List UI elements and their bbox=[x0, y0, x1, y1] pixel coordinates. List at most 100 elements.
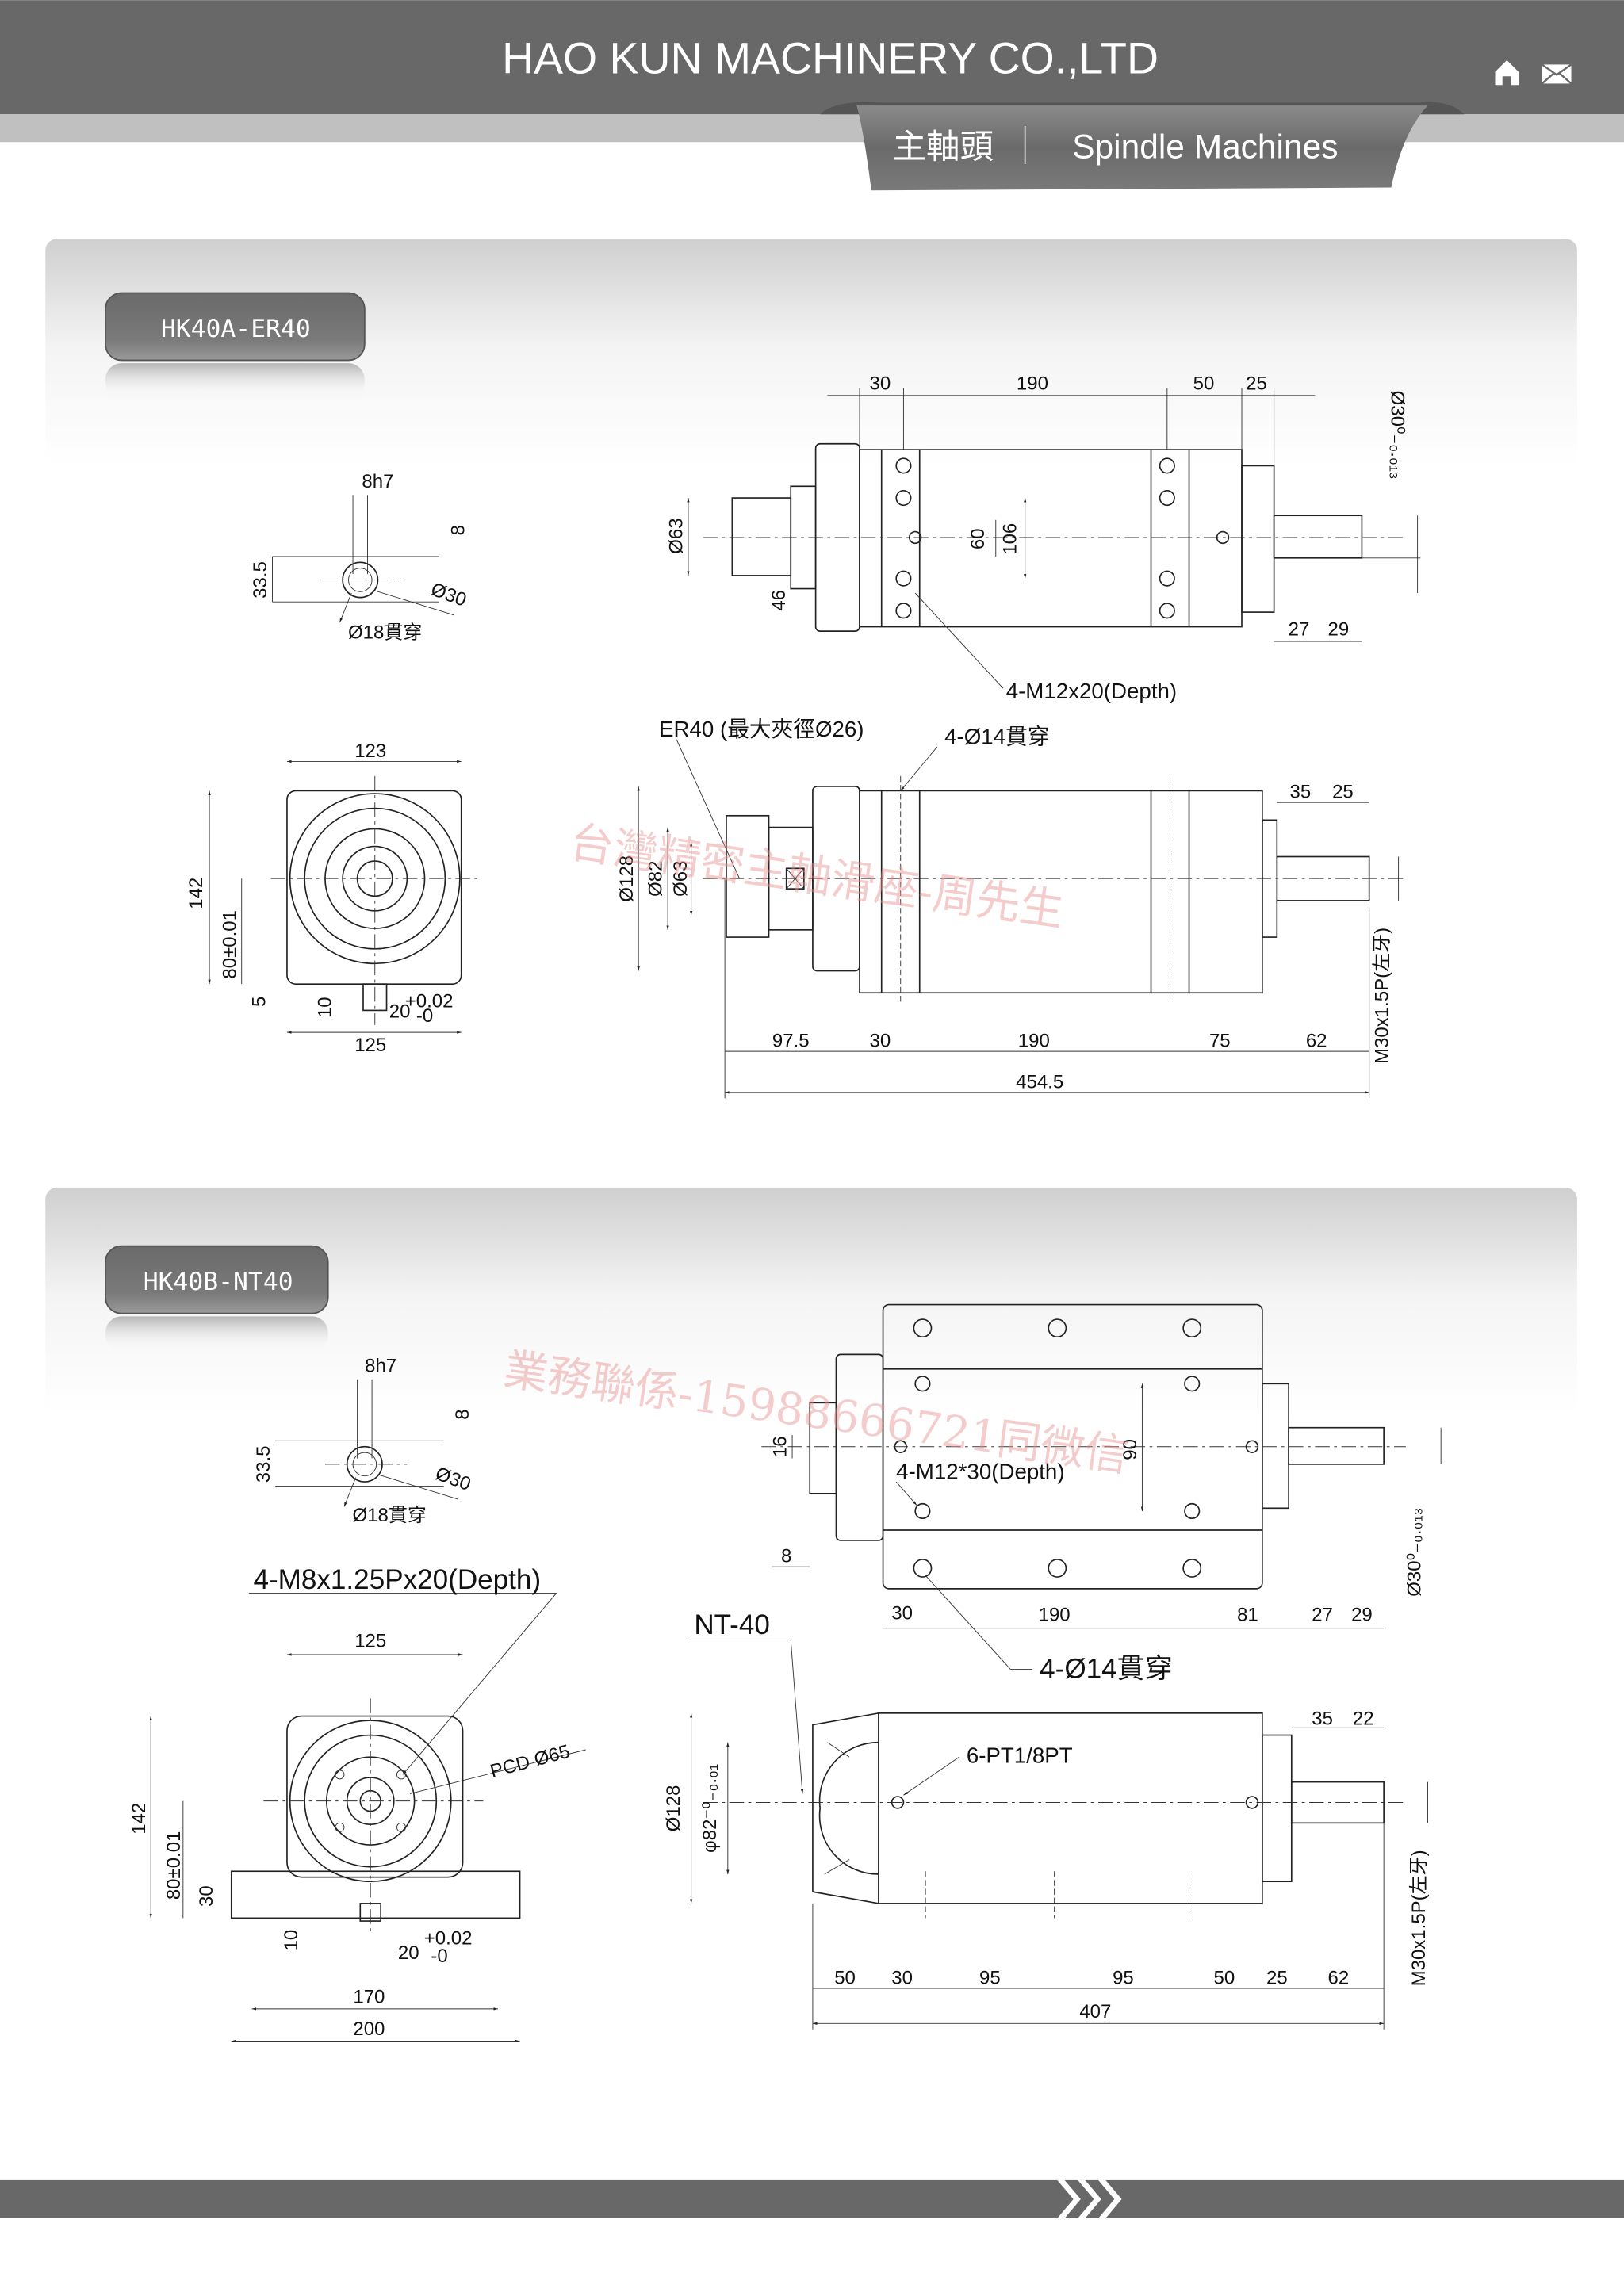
dim-shaft-tol: Ø30⁰₋₀.₀₁₃ bbox=[1386, 391, 1408, 480]
keyway-height: 33.5 bbox=[253, 1446, 274, 1483]
hk40a-front-view: 123 142 80±0.01 5 10 20 +0.02 -0 125 bbox=[186, 740, 479, 1056]
dim-123: 123 bbox=[354, 740, 386, 762]
dim-27: 27 bbox=[1312, 1604, 1333, 1625]
thread-note: M30x1.5P(左牙) bbox=[1408, 1850, 1430, 1986]
ribbon-en: Spindle Machines bbox=[1072, 128, 1338, 166]
dim-shaft-tol: Ø30⁰₋₀.₀₁₃ bbox=[1404, 1508, 1425, 1597]
dim-total: 407 bbox=[1079, 2001, 1111, 2022]
keyway-width: 8h7 bbox=[362, 471, 393, 492]
panel-hk40b bbox=[45, 1187, 1577, 2095]
dim-d82: φ82⁻⁰₋₀.₀₁ bbox=[699, 1764, 721, 1853]
keyway-height: 33.5 bbox=[250, 561, 271, 599]
dim-142: 142 bbox=[186, 878, 207, 909]
dim-d63: Ø63 bbox=[670, 861, 691, 897]
keyway-width: 8h7 bbox=[365, 1356, 396, 1377]
model-name: HK40A-ER40 bbox=[161, 315, 311, 343]
keyway-depth: 8 bbox=[452, 1409, 473, 1419]
dim-29: 29 bbox=[1328, 619, 1350, 641]
thru-holes-note: 4-Ø14貫穿 bbox=[1040, 1654, 1173, 1685]
dim-5: 5 bbox=[248, 997, 270, 1007]
dim-10: 10 bbox=[314, 997, 335, 1018]
dim-50: 50 bbox=[834, 1967, 856, 1988]
dim-95: 95 bbox=[1113, 1967, 1134, 1988]
dim-25: 25 bbox=[1266, 1967, 1288, 1988]
triple-chevron-right-icon[interactable] bbox=[1057, 2179, 1122, 2218]
keyway-depth: 8 bbox=[447, 525, 469, 535]
holes-note: 4-M8x1.25Px20(Depth) bbox=[253, 1564, 541, 1595]
slot-tol-down: -0 bbox=[416, 1005, 433, 1027]
pt-note: 6-PT1/8PT bbox=[967, 1743, 1073, 1768]
dim-50: 50 bbox=[1213, 1967, 1235, 1988]
dim-d128: Ø128 bbox=[616, 855, 638, 902]
dim-35: 35 bbox=[1312, 1709, 1333, 1730]
dim-d63: Ø63 bbox=[666, 518, 688, 553]
dim-80: 80±0.01 bbox=[163, 1831, 185, 1900]
model-tag-hk40a: HK40A-ER40 bbox=[105, 292, 366, 399]
thru-holes-note: 4-Ø14貫穿 bbox=[944, 724, 1049, 748]
slot-tol-down: -0 bbox=[431, 1946, 447, 1967]
panel-hk40a bbox=[45, 239, 1577, 1147]
dim-62: 62 bbox=[1328, 1967, 1350, 1988]
dim-35: 35 bbox=[1290, 782, 1312, 803]
dim-d128: Ø128 bbox=[663, 1785, 684, 1832]
dim-170: 170 bbox=[353, 1986, 385, 2007]
header: HAO KUN MACHINERY CO.,LTD 主軸頭 Spindle Ma… bbox=[0, 0, 1624, 191]
footer-bar bbox=[0, 2179, 1624, 2218]
dim-27: 27 bbox=[1289, 619, 1310, 641]
dim-25: 25 bbox=[1246, 373, 1267, 394]
holes-note: 4-M12*30(Depth) bbox=[896, 1459, 1064, 1483]
dim-slot: 20 bbox=[389, 1001, 411, 1023]
dim-30: 30 bbox=[870, 1031, 891, 1052]
dim-total: 454.5 bbox=[1016, 1071, 1063, 1093]
dim-200: 200 bbox=[353, 2019, 385, 2040]
dim-95: 95 bbox=[979, 1967, 1001, 1988]
collet-note: ER40 (最大夾徑Ø26) bbox=[659, 717, 864, 741]
ribbon-cn: 主軸頭 bbox=[893, 128, 994, 166]
model-name: HK40B-NT40 bbox=[144, 1268, 293, 1296]
hk40a-top-view: 30 190 50 25 Ø30⁰₋₀.₀₁₃ Ø63 60 106 46 27… bbox=[666, 373, 1421, 703]
company-name: HAO KUN MACHINERY CO.,LTD bbox=[502, 34, 1159, 83]
hk40b-side-view: NT-40 6-PT1/8PT 35 22 Ø128 φ82⁻⁰₋₀.₀₁ M3… bbox=[663, 1609, 1430, 2030]
dim-16: 16 bbox=[770, 1436, 791, 1457]
slot-tol-up: +0.02 bbox=[424, 1928, 473, 1950]
dim-8: 8 bbox=[781, 1546, 791, 1567]
dim-190: 190 bbox=[1018, 1031, 1050, 1052]
home-icon[interactable] bbox=[1495, 59, 1519, 86]
dim-142: 142 bbox=[128, 1803, 150, 1835]
dim-62: 62 bbox=[1306, 1031, 1327, 1052]
dim-46: 46 bbox=[768, 590, 790, 611]
section-ribbon: 主軸頭 Spindle Machines bbox=[820, 101, 1465, 191]
dim-50: 50 bbox=[1193, 373, 1215, 394]
dim-97-5: 97.5 bbox=[772, 1031, 810, 1052]
nt-note: NT-40 bbox=[694, 1609, 770, 1640]
dim-81: 81 bbox=[1237, 1604, 1258, 1625]
dim-30: 30 bbox=[891, 1967, 913, 1988]
dim-slot: 20 bbox=[398, 1942, 419, 1964]
dim-30: 30 bbox=[891, 1603, 913, 1624]
holes-note: 4-M12x20(Depth) bbox=[1006, 679, 1177, 703]
dim-29: 29 bbox=[1351, 1604, 1373, 1625]
mail-icon[interactable] bbox=[1541, 63, 1572, 85]
dim-30: 30 bbox=[196, 1885, 217, 1907]
dim-60: 60 bbox=[967, 528, 989, 549]
slot-tol-up: +0.02 bbox=[405, 991, 454, 1012]
dim-125: 125 bbox=[354, 1035, 386, 1056]
bore-note: Ø18貫穿 bbox=[348, 622, 422, 643]
thread-note: M30x1.5P(左牙) bbox=[1372, 928, 1393, 1064]
dim-30: 30 bbox=[870, 373, 891, 394]
dim-190: 190 bbox=[1039, 1604, 1071, 1625]
dim-d82: Ø82 bbox=[645, 861, 667, 897]
dim-125: 125 bbox=[354, 1631, 386, 1652]
model-tag-hk40b: HK40B-NT40 bbox=[105, 1245, 329, 1352]
dim-10: 10 bbox=[281, 1930, 302, 1951]
hk40b-top-view: 16 4-M12*30(Depth) 90 8 30 190 81 27 29 … bbox=[761, 1303, 1442, 1685]
dim-22: 22 bbox=[1353, 1709, 1374, 1730]
dim-190: 190 bbox=[1017, 373, 1048, 394]
dim-80: 80±0.01 bbox=[219, 910, 240, 979]
dim-75: 75 bbox=[1209, 1031, 1231, 1052]
dim-25: 25 bbox=[1332, 782, 1354, 803]
hk40a-side-view: ER40 (最大夾徑Ø26) 4-Ø14貫穿 Ø128 Ø82 Ø63 35 2… bbox=[616, 717, 1406, 1099]
hk40a-keyway-view: 8h7 8 33.5 Ø30 Ø18貫穿 bbox=[250, 471, 469, 643]
dim-106: 106 bbox=[1000, 523, 1021, 555]
